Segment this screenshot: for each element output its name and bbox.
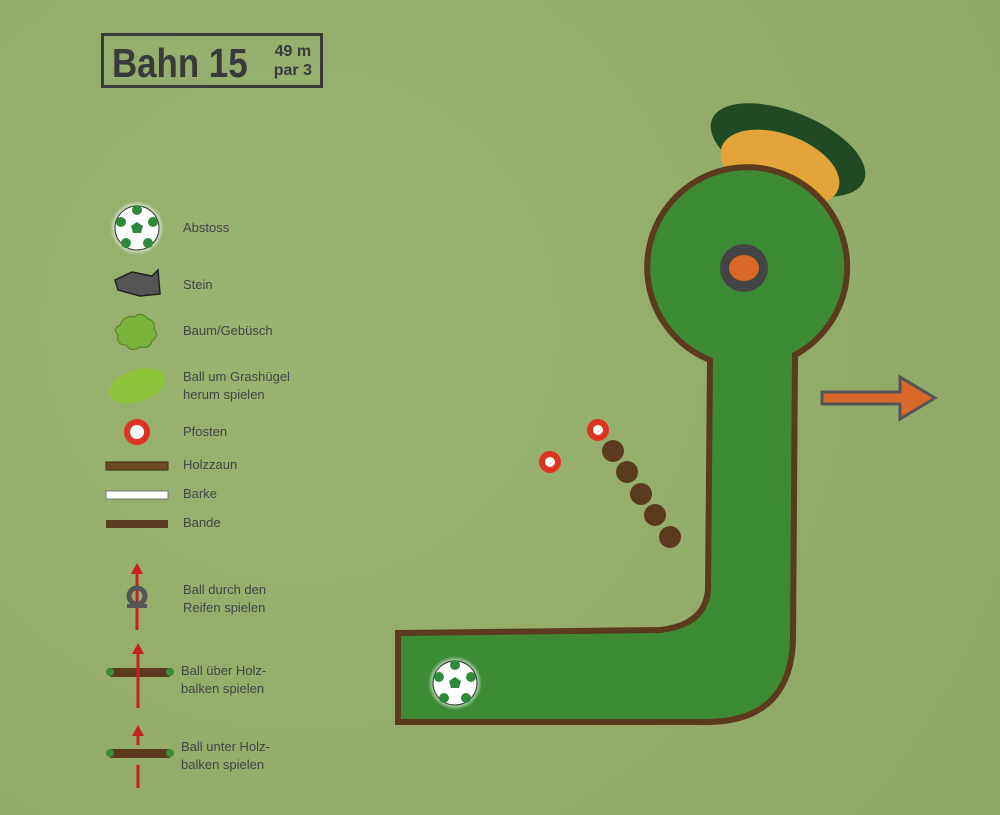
distance: 49 m [274,43,312,60]
hole-title-box: Bahn 15 49 m par 3 [101,33,323,88]
beam-under-icon [106,725,174,788]
next-hole-arrow-icon [820,374,938,422]
legend-label: Barke [183,486,217,501]
post [539,451,561,473]
border-icon [106,520,168,528]
hole-meta: 49 m par 3 [274,42,312,80]
legend-label: Bande [183,515,221,530]
football-icon [109,200,165,256]
tee-ball-icon [427,655,483,711]
hoop-icon [126,563,148,630]
wood-fence-icon [105,461,169,471]
legend-label: Pfosten [183,424,228,439]
legend-label: Ball um Grashügel herum spielen [183,369,290,402]
post-icon [124,419,150,445]
stone-icon [114,268,161,297]
bush-icon [114,313,158,351]
legend-label: Ball durch den Reifen spielen [183,582,267,615]
legend-label: Ball über Holz-balken spielen [181,663,267,696]
barrier-icon [105,490,169,500]
legend-label: Stein [183,277,213,292]
grass-hill-icon [108,368,166,404]
beam-over-icon [106,643,174,708]
fairway [395,164,851,726]
hole-title: Bahn 15 [112,40,248,86]
par: par 3 [273,62,312,79]
legend-label: Holzzaun [183,457,238,472]
hole-target [729,255,759,281]
legend-label: Abstoss [183,220,230,235]
post [587,419,609,441]
legend-label: Baum/Gebüsch [183,323,273,338]
legend-label: Ball unter Holz-balken spielen [181,739,270,772]
stones-row [602,440,681,548]
